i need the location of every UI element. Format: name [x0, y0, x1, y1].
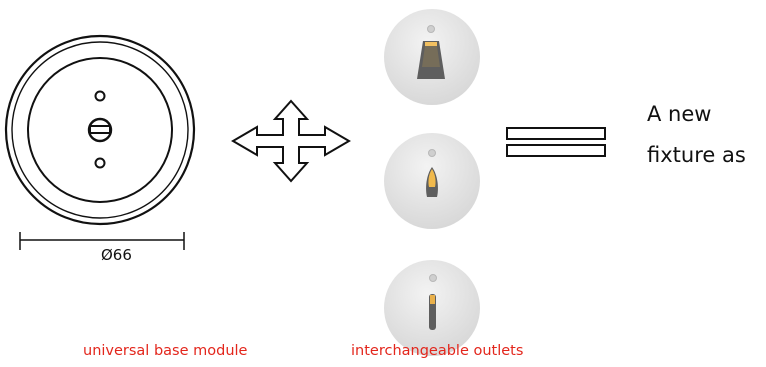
result-text-line1: A new [647, 102, 712, 126]
four-way-arrow-icon [231, 99, 351, 183]
base-inner-ring [27, 57, 173, 203]
result-text-line2: fixture as [647, 143, 746, 167]
base-middle-ring [11, 41, 189, 219]
outlet-drop-slot [384, 133, 480, 229]
base-module-drawing [4, 34, 196, 250]
base-bottom-screw-hole [94, 157, 106, 169]
base-outer-ring [4, 34, 196, 226]
outlet-sensor-dot [428, 149, 436, 157]
base-top-screw-hole [94, 90, 106, 102]
outlet-sensor-dot [429, 274, 437, 282]
outlet-narrow-slot [384, 260, 480, 356]
caption-universal-base-module: universal base module [83, 343, 248, 359]
outlet-sensor-dot [427, 25, 435, 33]
base-center-slot [89, 125, 111, 134]
dimension-label: Ø66 [101, 246, 132, 264]
caption-interchangeable-outlets: interchangeable outlets [351, 343, 524, 359]
equals-icon [506, 127, 606, 157]
outlet-wide-slot [384, 9, 480, 105]
